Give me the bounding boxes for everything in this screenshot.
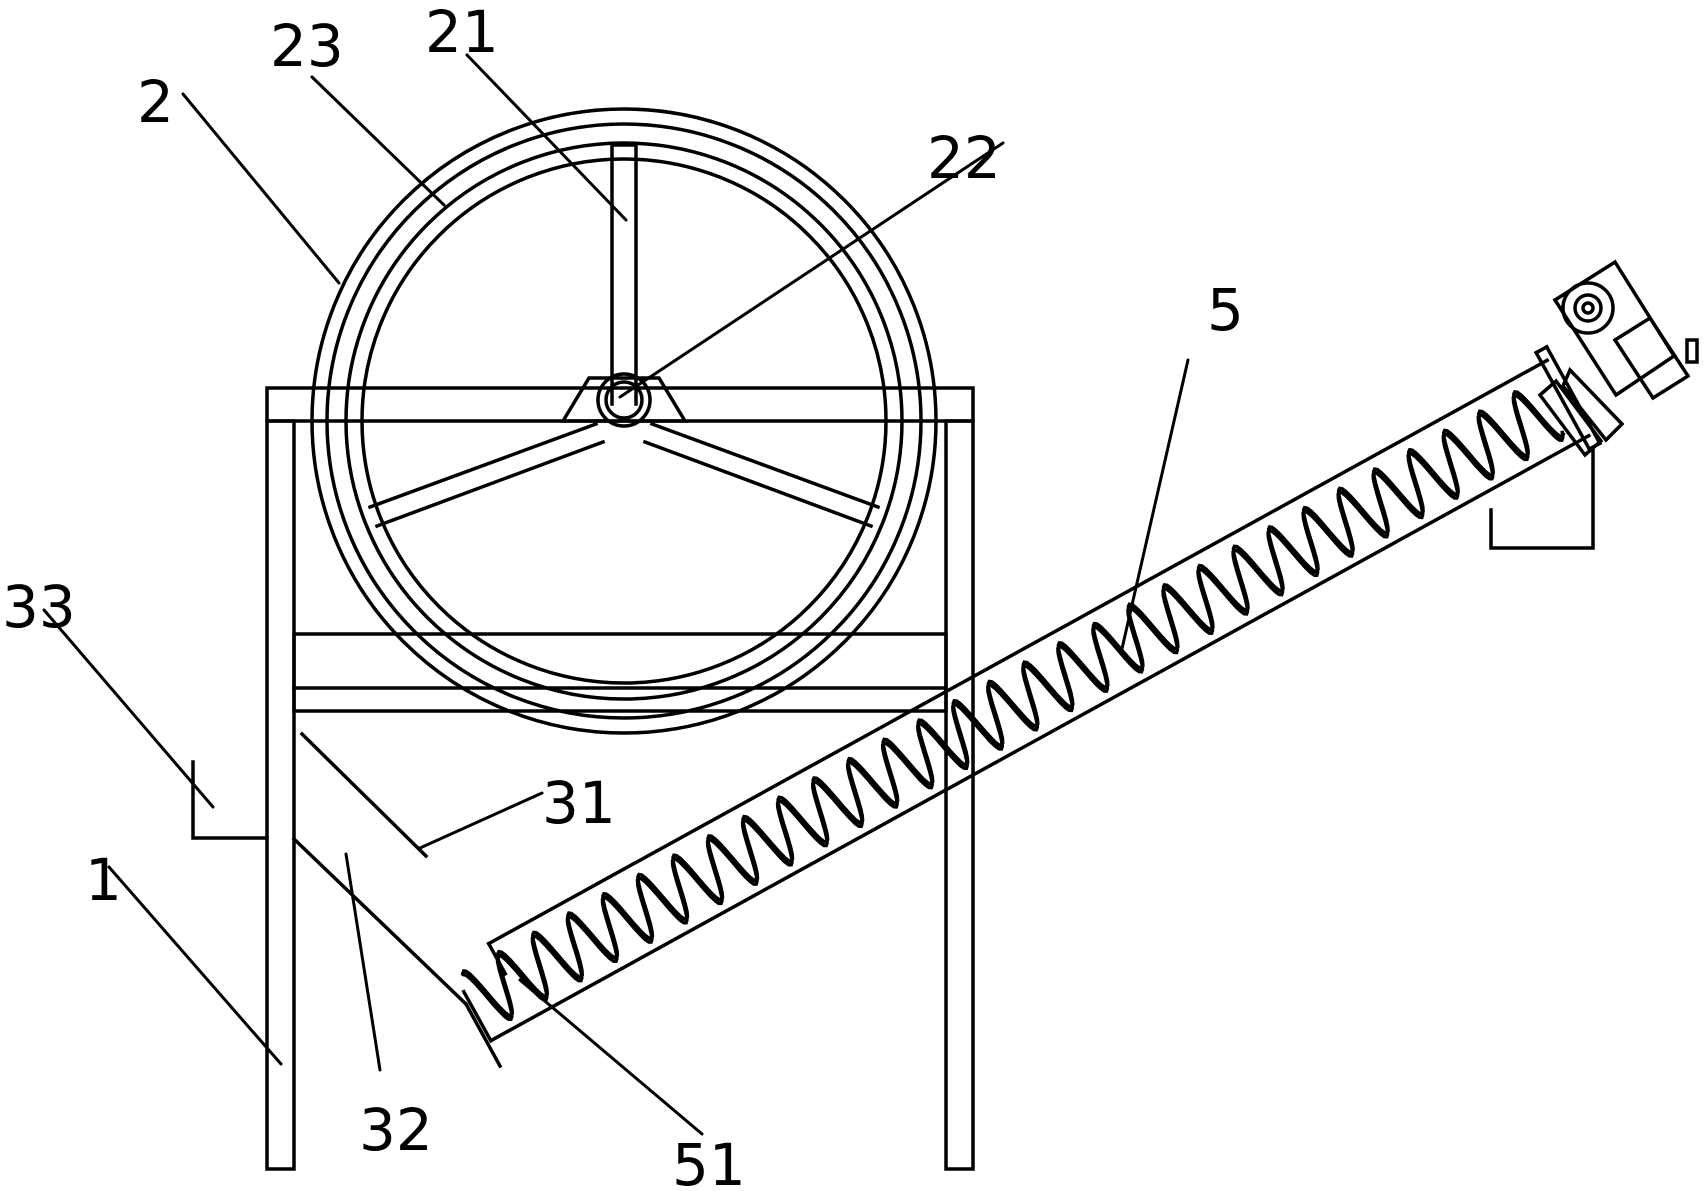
axle (559, 372, 689, 428)
hopper (291, 731, 503, 1069)
label-conveyor: 5 (1207, 276, 1244, 344)
screw-flight-back (461, 393, 1565, 1021)
conveyor-stand (1489, 446, 1595, 550)
outlet (191, 760, 269, 840)
screw-flight-front (460, 389, 1566, 1018)
label-hopper: 32 (359, 1096, 433, 1164)
frame (265, 386, 975, 1171)
label-screw: 51 (672, 1131, 746, 1191)
trough-end-lower (461, 989, 494, 1044)
label-outlet: 33 (2, 573, 76, 641)
label-drum: 2 (137, 68, 174, 136)
label-axle: 22 (927, 124, 1001, 192)
trough-upper-edge (486, 357, 1550, 946)
label-screen: 23 (270, 12, 344, 80)
label-spoke: 21 (425, 0, 499, 66)
reference-labels: 1 2 23 21 22 31 32 33 5 51 (2, 0, 1244, 1191)
label-frame: 1 (85, 846, 122, 914)
drum (310, 107, 938, 735)
spokes (367, 143, 881, 529)
motor-assembly (1537, 259, 1699, 458)
conveyor (460, 259, 1699, 1044)
trough-flange-a (1533, 350, 1592, 452)
trough-flange-c (1533, 344, 1550, 356)
trough-lower-edge (488, 433, 1592, 1044)
leader-lines (42, 53, 1190, 1136)
screw-helix (460, 389, 1566, 1021)
label-hopper-wall: 31 (542, 769, 616, 837)
